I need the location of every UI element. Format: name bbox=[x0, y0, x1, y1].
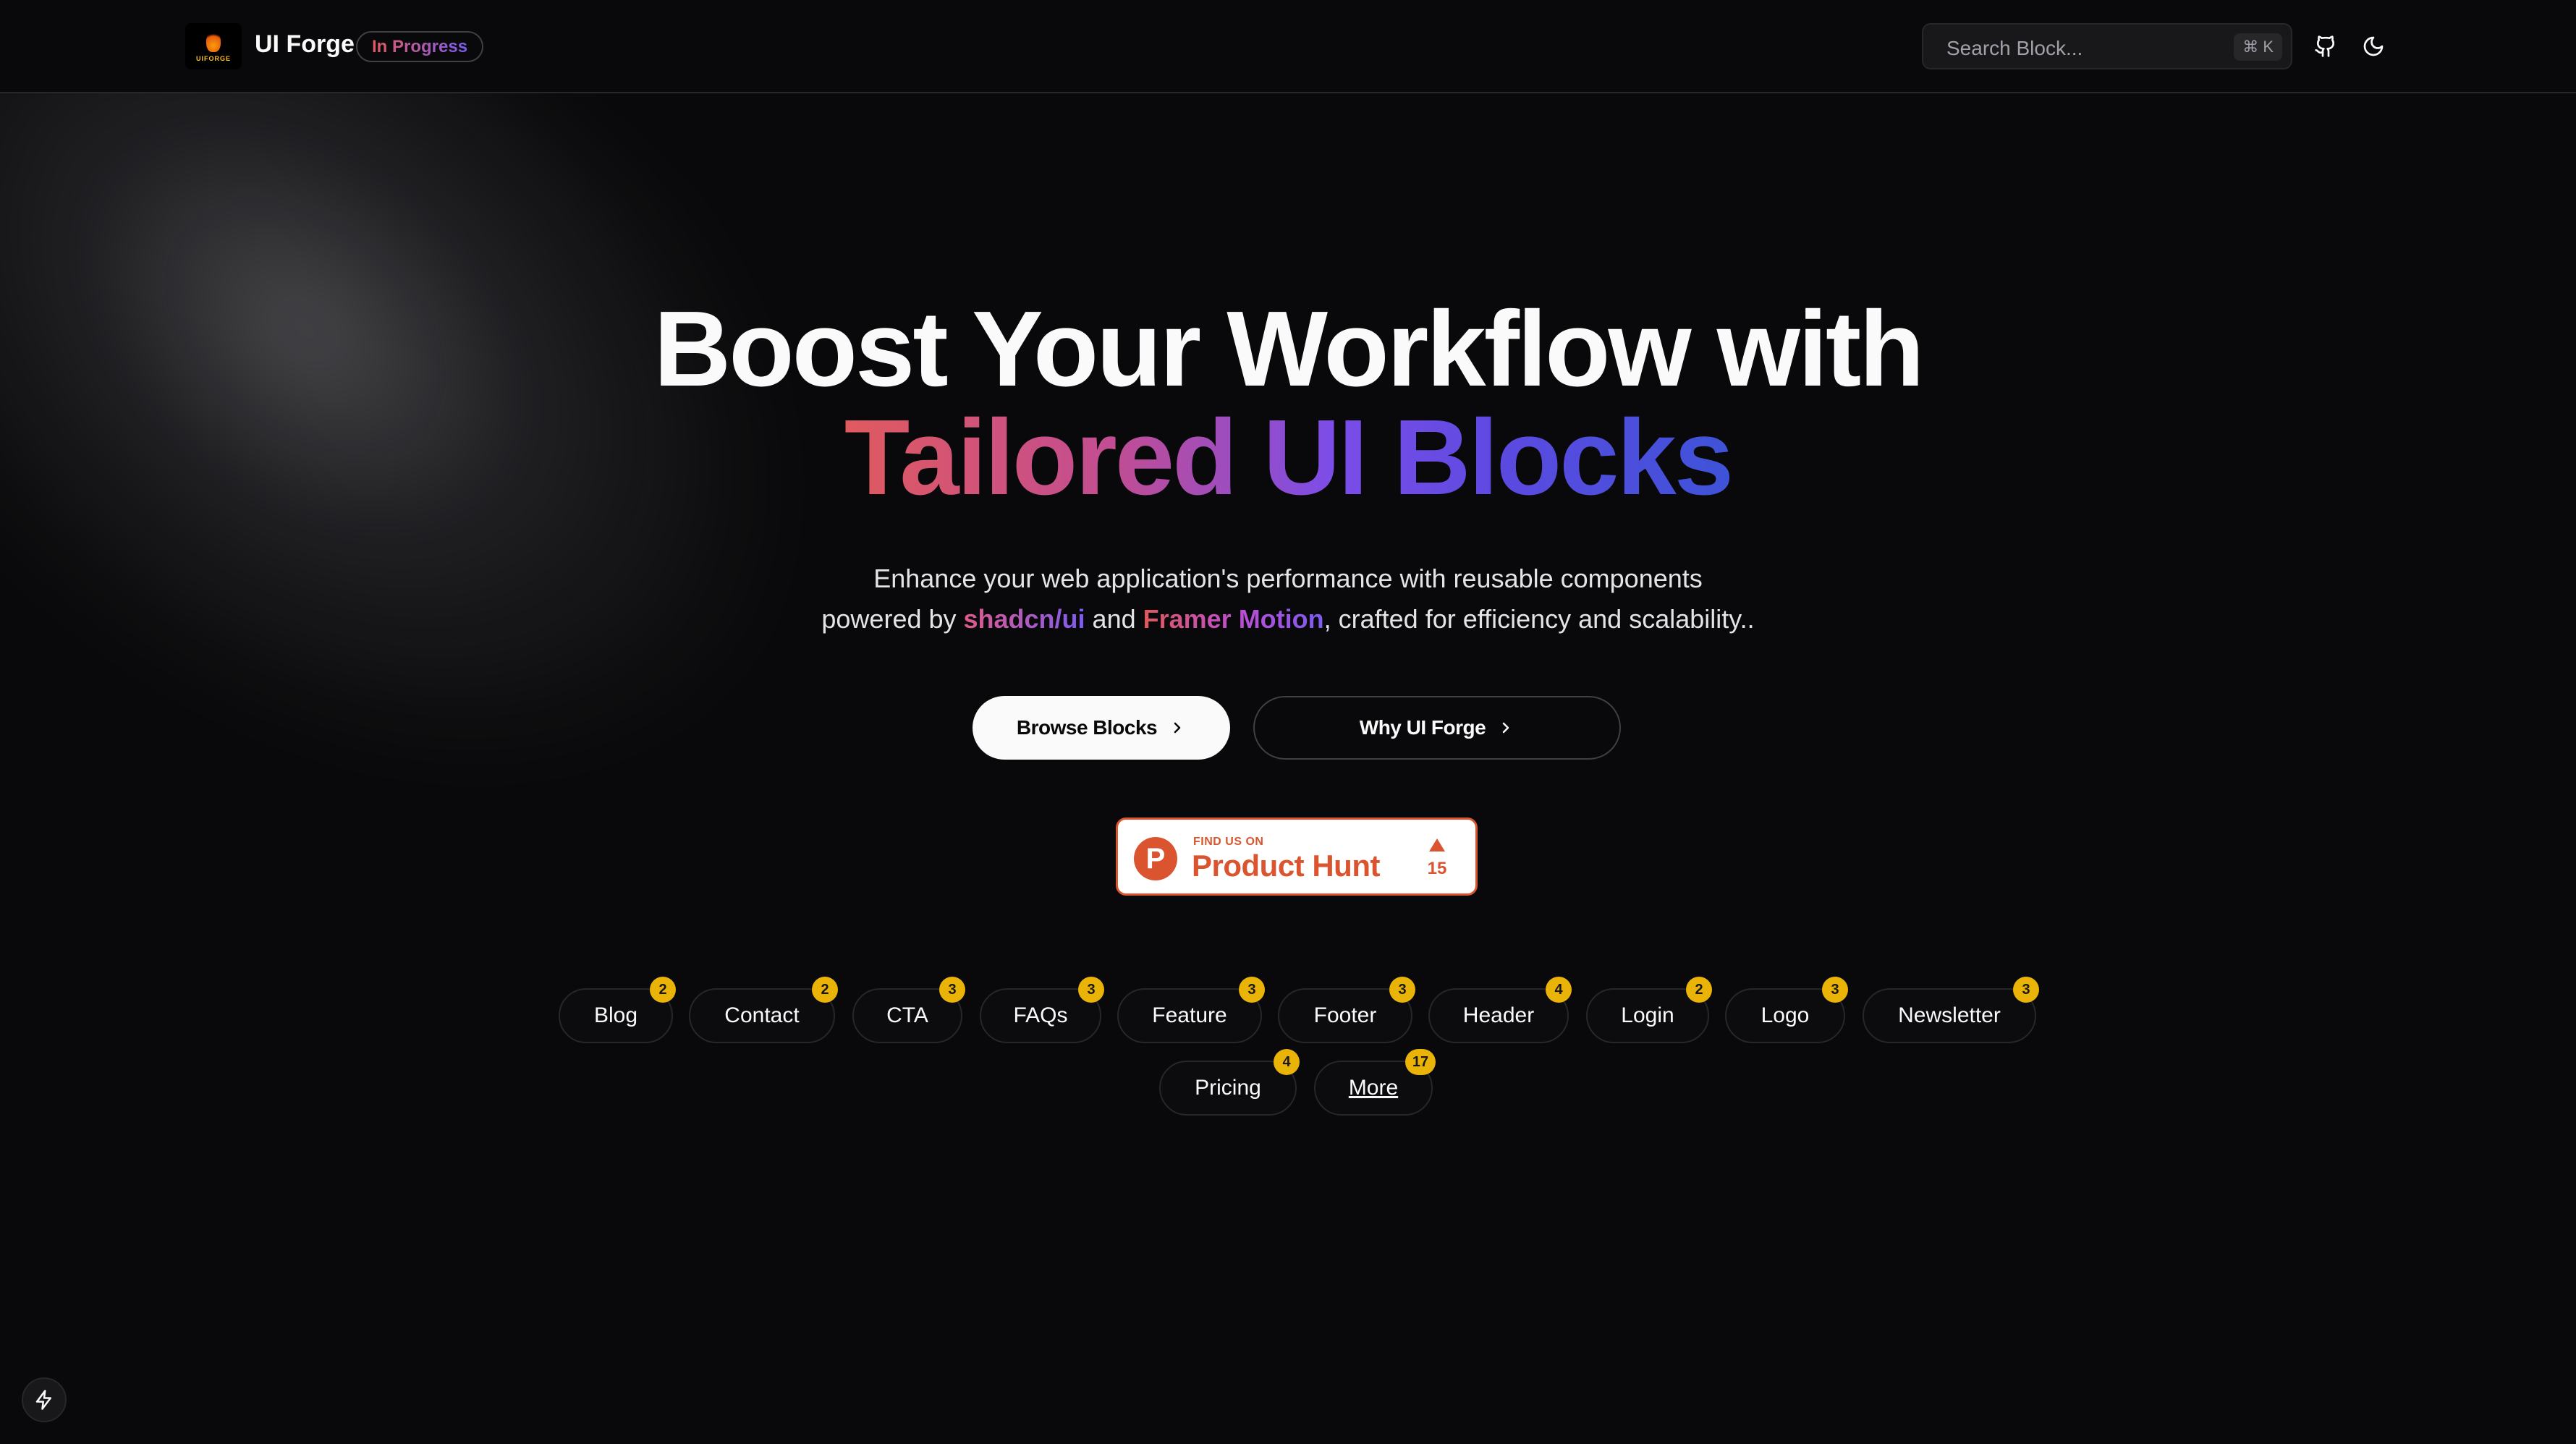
category-label: Logo bbox=[1761, 1003, 1810, 1027]
category-tag-footer[interactable]: Footer 3 bbox=[1278, 977, 1415, 1043]
category-tag-pricing[interactable]: Pricing 4 bbox=[1159, 1049, 1300, 1116]
category-tag-newsletter[interactable]: Newsletter 3 bbox=[1863, 977, 2039, 1043]
category-label: Login bbox=[1621, 1003, 1674, 1027]
category-label: Header bbox=[1462, 1003, 1535, 1027]
product-hunt-find-text: FIND US ON bbox=[1193, 836, 1264, 848]
category-tag-logo[interactable]: Logo 3 bbox=[1725, 977, 1848, 1043]
moon-icon bbox=[2363, 36, 2384, 56]
subtitle-powered-by: powered by bbox=[821, 604, 964, 634]
brand-name[interactable]: UI Forge bbox=[255, 30, 355, 58]
category-count-badge: 4 bbox=[1546, 977, 1572, 1003]
category-count-badge: 3 bbox=[2013, 977, 2039, 1003]
logo-text: UIFORGE bbox=[195, 55, 231, 62]
category-count-badge: 3 bbox=[939, 977, 965, 1003]
github-icon bbox=[2315, 35, 2335, 57]
category-tag-feature[interactable]: Feature 3 bbox=[1117, 977, 1265, 1043]
top-header: UIFORGE UI Forge In Progress Search Bloc… bbox=[0, 0, 2576, 93]
hero-title: Boost Your Workflow with Tailored UI Blo… bbox=[0, 295, 2576, 512]
category-count-badge: 3 bbox=[1822, 977, 1848, 1003]
brand-logo[interactable]: UIFORGE bbox=[185, 23, 242, 69]
hero-subtitle: Enhance your web application's performan… bbox=[0, 559, 2576, 640]
github-button[interactable] bbox=[2308, 29, 2343, 64]
framer-motion-link: Framer Motion bbox=[1143, 604, 1324, 634]
category-label: FAQs bbox=[1013, 1003, 1068, 1027]
hero-title-line1: Boost Your Workflow with bbox=[653, 289, 1924, 409]
why-ui-forge-button[interactable]: Why UI Forge bbox=[1253, 696, 1621, 760]
category-tag-cta[interactable]: CTA 3 bbox=[852, 977, 965, 1043]
product-hunt-name: Product Hunt bbox=[1192, 849, 1380, 883]
theme-toggle-button[interactable] bbox=[2356, 29, 2391, 64]
product-hunt-logo-icon: P bbox=[1134, 837, 1177, 880]
subtitle-tail: , crafted for efficiency and scalability… bbox=[1323, 604, 1755, 634]
category-tag-blog[interactable]: Blog 2 bbox=[559, 977, 676, 1043]
category-count-badge: 3 bbox=[1389, 977, 1415, 1003]
category-count-badge: 2 bbox=[812, 977, 838, 1003]
subtitle-and: and bbox=[1085, 604, 1143, 634]
category-tag-login[interactable]: Login 2 bbox=[1586, 977, 1712, 1043]
category-label: Contact bbox=[724, 1003, 800, 1027]
search-shortcut: ⌘ K bbox=[2234, 33, 2282, 61]
lightning-bolt-icon bbox=[35, 1390, 51, 1410]
search-input[interactable]: Search Block... ⌘ K bbox=[1922, 23, 2292, 69]
more-link-label: More bbox=[1348, 1076, 1399, 1100]
search-placeholder: Search Block... bbox=[1946, 37, 2083, 59]
category-tag-header[interactable]: Header 4 bbox=[1428, 977, 1572, 1043]
chevron-right-icon bbox=[1502, 722, 1509, 734]
category-tag-more[interactable]: More 17 bbox=[1314, 1049, 1436, 1116]
hero-title-line2: Tailored UI Blocks bbox=[844, 398, 1734, 517]
category-label: Footer bbox=[1313, 1003, 1377, 1027]
browse-blocks-label: Browse Blocks bbox=[1016, 716, 1158, 739]
status-badge: In Progress bbox=[356, 31, 484, 62]
dev-tools-button[interactable] bbox=[22, 1377, 67, 1422]
why-ui-forge-label: Why UI Forge bbox=[1359, 716, 1486, 739]
category-count-badge: 3 bbox=[1239, 977, 1265, 1003]
product-hunt-badge[interactable]: P FIND US ON Product Hunt 15 bbox=[1116, 817, 1478, 896]
shadcn-link: shadcn/ui bbox=[963, 604, 1085, 634]
category-label: CTA bbox=[886, 1003, 928, 1027]
browse-blocks-button[interactable]: Browse Blocks bbox=[973, 696, 1230, 760]
category-tag-contact[interactable]: Contact 2 bbox=[689, 977, 838, 1043]
category-label: Pricing bbox=[1195, 1076, 1261, 1100]
chevron-right-icon bbox=[1174, 722, 1181, 734]
category-tag-faqs[interactable]: FAQs 3 bbox=[980, 977, 1104, 1043]
flame-icon bbox=[206, 30, 221, 52]
category-count-badge: 4 bbox=[1274, 1049, 1300, 1075]
category-count-badge: 3 bbox=[1078, 977, 1104, 1003]
category-label: Feature bbox=[1152, 1003, 1227, 1027]
subtitle-line1: Enhance your web application's performan… bbox=[873, 564, 1703, 593]
product-hunt-upvotes: 15 bbox=[1427, 859, 1447, 878]
category-label: Blog bbox=[593, 1003, 638, 1027]
upvote-arrow-icon bbox=[1429, 838, 1445, 851]
category-label: Newsletter bbox=[1898, 1003, 2001, 1027]
category-count-badge: 2 bbox=[650, 977, 676, 1003]
status-badge-label: In Progress bbox=[372, 37, 468, 56]
category-count-badge: 2 bbox=[1686, 977, 1712, 1003]
category-count-badge: 17 bbox=[1405, 1049, 1436, 1075]
